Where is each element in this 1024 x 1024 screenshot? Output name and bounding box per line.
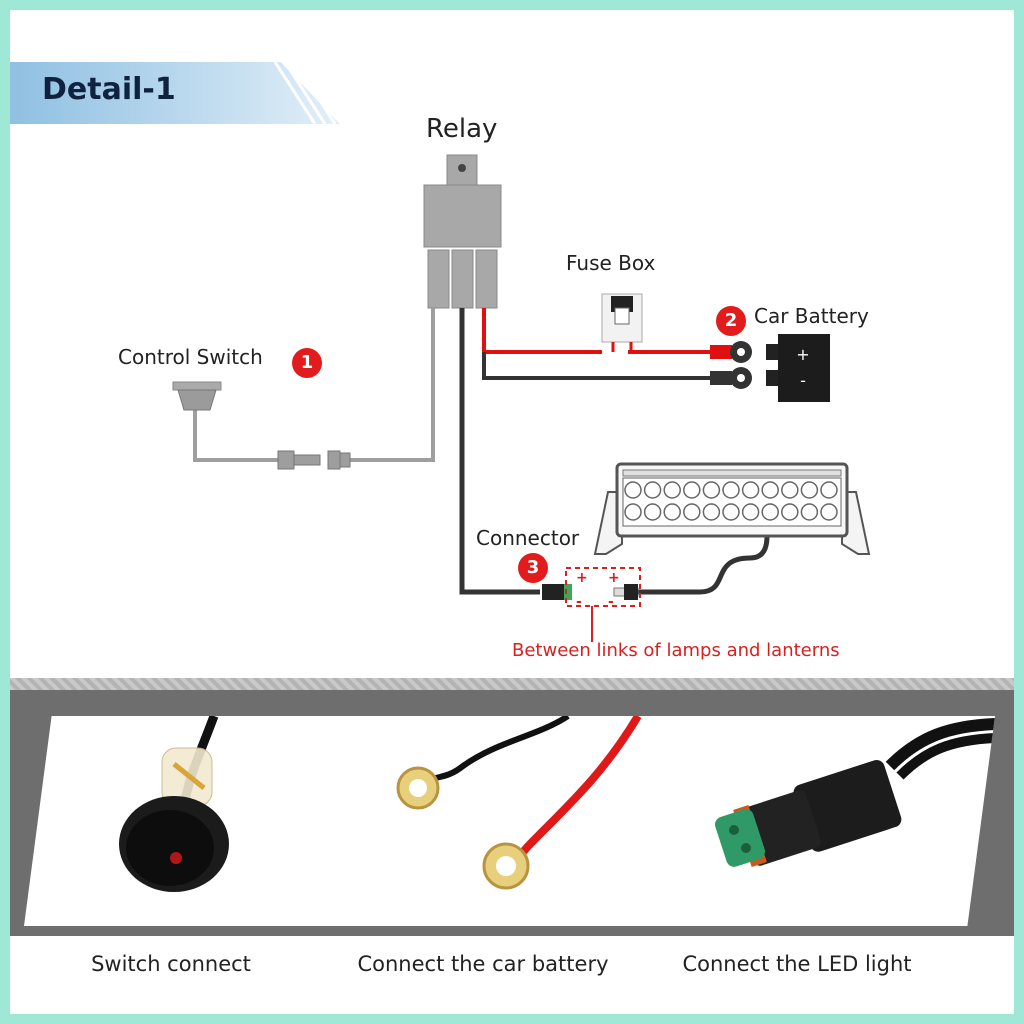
led-connector-photo	[650, 716, 995, 926]
led-dot	[722, 503, 740, 521]
product-detail-panel: Detail-1	[10, 10, 1014, 1014]
connector-sign: +	[576, 570, 588, 586]
relay-icon	[423, 154, 502, 309]
led-dot	[643, 503, 662, 521]
connector-signs: + + - -	[576, 570, 620, 610]
led-dot	[702, 503, 721, 521]
step-badge-2: 2	[716, 306, 746, 336]
led-dot	[800, 481, 819, 499]
title-banner	[10, 62, 340, 124]
caption-led: Connect the LED light	[682, 952, 912, 976]
wiring-diagram: + - + + - -	[172, 154, 871, 642]
led-dot	[820, 481, 838, 499]
led-dot	[683, 503, 701, 521]
battery-terminal-photo	[338, 716, 683, 926]
led-dot	[663, 503, 681, 521]
decorative-band	[10, 678, 1014, 690]
deutsch-connector-icon	[715, 718, 995, 868]
battery-positive-sign: +	[796, 345, 809, 364]
banner-stripes	[273, 62, 345, 124]
rocker-switch-icon	[119, 716, 229, 892]
switch-wire	[193, 308, 435, 462]
control-switch-icon	[172, 381, 222, 411]
banner-title: Detail-1	[42, 72, 176, 107]
led-dot	[643, 481, 662, 499]
led-dot	[781, 503, 799, 521]
control-switch-label: Control Switch	[118, 345, 263, 369]
connector-sign: -	[576, 594, 582, 610]
photo-captions: Switch connect Connect the car battery C…	[10, 936, 1014, 1014]
connector-sign: -	[608, 594, 614, 610]
battery-negative-sign: -	[800, 371, 806, 390]
switch-photo	[24, 716, 369, 926]
led-dot	[800, 503, 819, 521]
switch-connector-icon	[277, 450, 351, 470]
lamp-wire	[459, 308, 770, 595]
led-dot	[722, 481, 740, 499]
led-dot	[741, 503, 760, 521]
car-battery-label: Car Battery	[754, 304, 869, 328]
led-light-bar-icon	[593, 462, 871, 555]
car-battery-icon: + -	[766, 334, 830, 402]
led-dot	[624, 503, 642, 521]
led-dot	[781, 481, 799, 499]
step-badge-1: 1	[292, 348, 322, 378]
led-dot	[820, 503, 838, 521]
led-dot	[761, 481, 779, 499]
fuse-box-icon	[601, 293, 643, 352]
caption-switch: Switch connect	[91, 952, 251, 976]
led-dot	[663, 481, 681, 499]
led-dot	[702, 481, 721, 499]
photo-gallery: Switch connect Connect the car battery C…	[10, 678, 1014, 1014]
connector-note: Between links of lamps and lanterns	[512, 640, 840, 661]
connector-label: Connector	[476, 526, 580, 550]
ring-terminals-icon	[396, 716, 642, 890]
relay-label: Relay	[426, 114, 498, 144]
fuse-box-label: Fuse Box	[566, 251, 656, 275]
battery-wires	[482, 308, 718, 380]
connector-icon	[542, 567, 641, 642]
led-dot	[624, 481, 642, 499]
step-badge-3: 3	[518, 553, 548, 583]
caption-battery: Connect the car battery	[357, 952, 609, 976]
led-dot	[741, 481, 760, 499]
battery-ring-terminals	[710, 341, 752, 389]
led-dot	[683, 481, 701, 499]
led-dot	[761, 503, 779, 521]
connector-sign: +	[608, 570, 620, 586]
